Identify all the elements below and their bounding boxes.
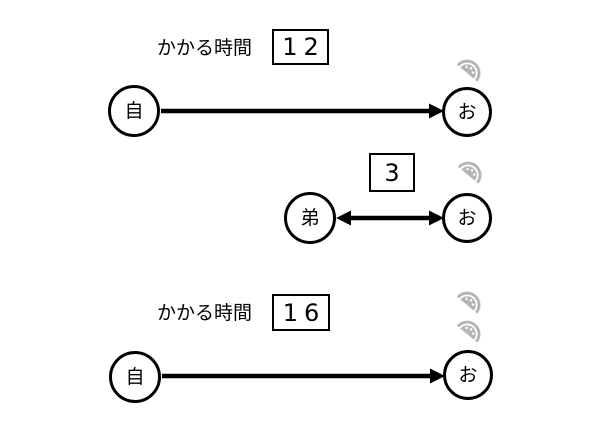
time-value-row3: 16 [282,298,326,327]
time-label-row1: かかる時間 [157,37,253,59]
node-end-label-row2: お [457,206,477,229]
time-value-box-row1: 12 [272,29,329,65]
node-start-row3: 自 [109,351,161,403]
arrow-right-row1 [161,103,444,119]
node-end-label-row1: お [457,100,477,123]
time-label-row3: かかる時間 [157,302,253,324]
watermelon-icon [456,59,481,82]
watermelon-icon [456,291,481,314]
arrow-right-row3 [162,368,445,384]
arrow-double-row2 [336,210,444,226]
watermelon-stack-row3 [451,288,485,346]
time-value-row2: 3 [384,158,406,187]
node-start-row1: 自 [108,85,160,137]
node-end-row2: お [442,193,492,243]
time-value-box-row3: 16 [272,294,330,331]
watermelon-icon [457,161,482,184]
node-end-row3: お [443,350,493,400]
node-start-row2: 弟 [284,192,336,244]
node-start-label-row3: 自 [125,365,145,388]
time-value-row1: 12 [282,33,325,61]
node-end-label-row3: お [458,363,478,386]
time-value-box-row2: 3 [369,153,415,192]
node-start-label-row2: 弟 [300,206,320,229]
watermelon-stack-row2 [452,158,486,187]
watermelon-icon [456,320,481,343]
node-start-label-row1: 自 [124,99,144,122]
node-end-row1: お [442,87,492,137]
watermelon-stack-row1 [451,56,485,85]
